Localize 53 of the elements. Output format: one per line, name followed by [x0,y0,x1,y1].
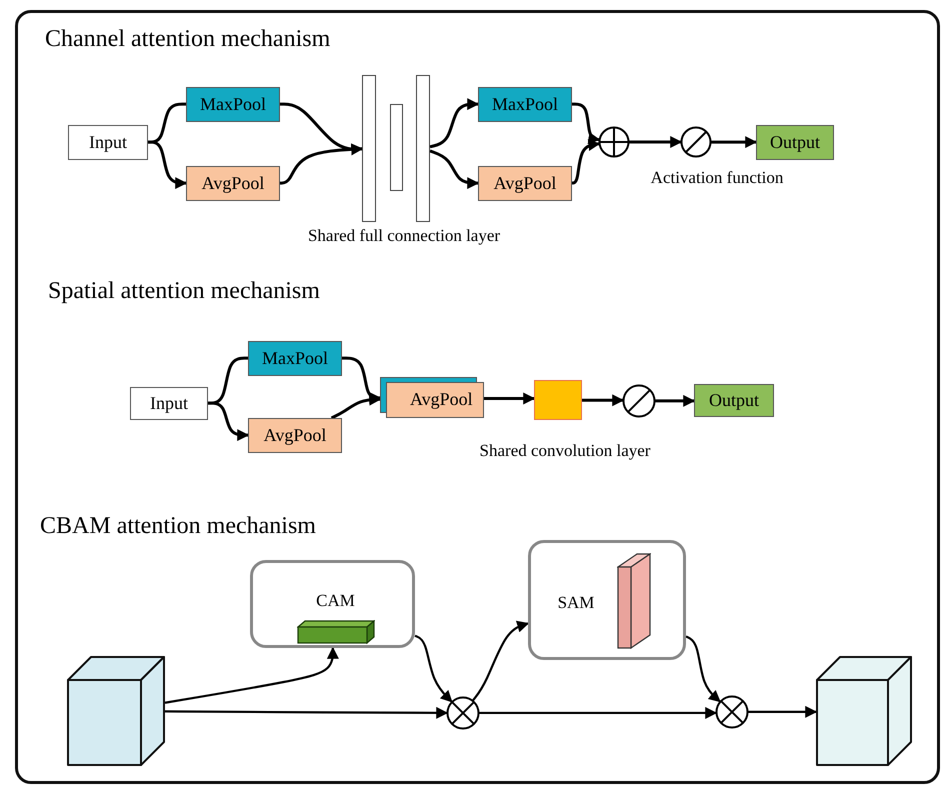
arrow [330,394,382,420]
module-label: SAM [556,593,596,613]
multiply-operator [715,695,749,729]
section-title: Channel attention mechanism [45,26,330,53]
arrow [165,706,448,719]
caption: Shared full connection layer [308,226,500,246]
arrow [208,402,250,442]
box-label: AvgPool [410,389,473,409]
output-box: Output [694,384,774,417]
convolution-square [534,380,582,420]
section-title: CBAM attention mechanism [40,513,316,540]
module-label: CAM [315,591,356,611]
section-title: Spatial attention mechanism [48,278,320,305]
pooling-box: AvgPool [248,418,342,453]
layer-bar [390,104,403,191]
arrow [342,356,382,404]
arrow [711,136,758,148]
input-box: Input [68,125,148,160]
pooling-box: MaxPool [478,87,572,122]
arrow [572,102,600,144]
arrow [655,394,696,407]
feature-cube [816,656,912,766]
arrow [148,140,188,190]
module-box [528,540,686,660]
pooling-box: AvgPool [186,166,280,201]
arrow [686,635,721,702]
pooling-box: MaxPool [186,87,280,122]
caption: Shared convolution layer [480,441,650,461]
arrow [582,394,624,406]
arrow [484,392,536,405]
arrow [472,620,530,702]
arrow [414,634,453,703]
caption: Activation function [650,168,784,188]
multiply-operator [446,696,480,730]
arrow [629,136,682,148]
arrow [164,646,339,704]
output-box: Output [756,125,834,160]
arrow [430,98,480,148]
arrow [280,143,364,185]
pooling-box: MaxPool [248,341,342,376]
input-box: Input [130,387,208,420]
activation-symbol [680,126,712,158]
layer-bar [362,75,376,222]
arrow [748,706,818,718]
arrow [572,139,600,185]
arrow [430,150,480,190]
sum-operator [598,126,630,158]
pooling-box: AvgPool [478,166,572,201]
layer-bar [416,75,430,222]
arrow [479,706,718,719]
feature-cube [67,656,165,766]
module-box [250,560,415,648]
activation-symbol [622,384,656,418]
